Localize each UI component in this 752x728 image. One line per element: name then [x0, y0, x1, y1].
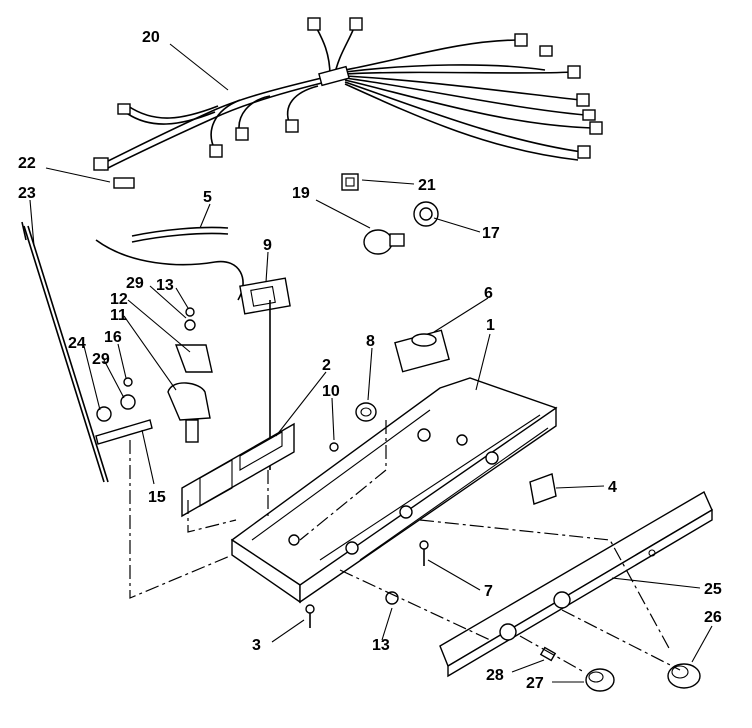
callout-28: 28	[486, 667, 504, 684]
callout-7: 7	[484, 583, 493, 600]
callout-13-lower: 13	[372, 637, 390, 654]
switch-4	[529, 473, 557, 505]
hardware-left	[95, 307, 213, 445]
callout-27: 27	[526, 675, 544, 692]
thermostat-6	[394, 329, 450, 373]
callout-26: 26	[704, 609, 722, 626]
lamp-socket-17	[413, 201, 439, 227]
callout-16: 16	[104, 329, 122, 346]
knob-26	[667, 663, 701, 689]
lamp-bulb-19	[363, 229, 405, 255]
clip-21	[341, 173, 359, 191]
callout-10: 10	[322, 383, 340, 400]
screws	[305, 442, 429, 628]
callout-11: 11	[110, 307, 127, 324]
callout-2: 2	[322, 357, 331, 374]
clip-22	[113, 177, 135, 189]
alignment-lines	[129, 420, 681, 673]
knob-27	[585, 668, 615, 692]
wire-harness	[93, 17, 603, 171]
plug-8	[355, 402, 377, 422]
leader-lines	[29, 43, 713, 683]
callout-6: 6	[484, 285, 493, 302]
console-panel-25	[439, 491, 713, 678]
tube-5	[95, 226, 244, 301]
callout-29-upper: 29	[126, 275, 144, 292]
clip-28	[539, 646, 557, 662]
callout-4: 4	[608, 479, 617, 496]
housing-1	[230, 377, 558, 604]
callout-3: 3	[252, 637, 261, 654]
callout-23: 23	[18, 185, 36, 202]
callout-8: 8	[366, 333, 375, 350]
callout-25: 25	[704, 581, 722, 598]
callout-24: 24	[68, 335, 86, 352]
callout-1: 1	[486, 317, 495, 334]
callout-15: 15	[148, 489, 166, 506]
bracket-2	[181, 422, 295, 518]
callout-labels: 20 22 23 21 19 17 5 9 29 13 12 11 16 24 …	[18, 29, 722, 692]
callout-22: 22	[18, 155, 36, 172]
callout-12: 12	[110, 291, 128, 308]
callout-13-upper: 13	[156, 277, 174, 294]
callout-19: 19	[292, 185, 310, 202]
control-9	[239, 277, 291, 470]
callout-21: 21	[418, 177, 436, 194]
callout-29-lower: 29	[92, 351, 110, 368]
callout-20: 20	[142, 29, 160, 46]
rod-23	[21, 221, 109, 483]
callout-9: 9	[263, 237, 272, 254]
callout-17: 17	[482, 225, 500, 242]
callout-5: 5	[203, 189, 212, 206]
